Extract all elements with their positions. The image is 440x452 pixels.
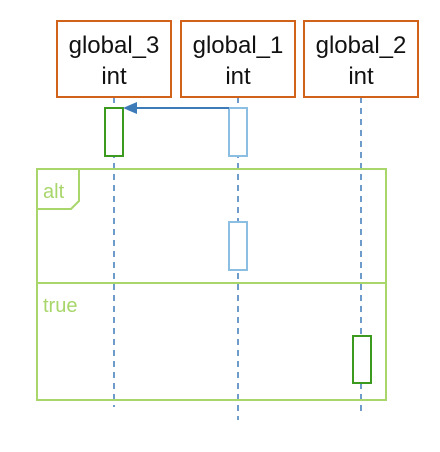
participant-type-global-2: int — [348, 63, 374, 90]
participant-box-global-3 — [56, 20, 172, 98]
participant-type-global-1: int — [225, 63, 251, 90]
participant-type-global-3: int — [101, 63, 127, 90]
alt-fragment: alt true — [36, 168, 387, 401]
activation-global-1-top — [228, 107, 248, 157]
message-arrowhead — [123, 102, 137, 114]
alt-frame — [36, 168, 387, 401]
participant-global-2: global_2 int — [303, 20, 419, 98]
participant-name-global-2: global_2 — [316, 32, 407, 59]
activation-global-1-alt — [228, 221, 248, 271]
activation-global-2-alt — [352, 335, 372, 384]
participant-name-global-3: global_3 — [69, 32, 160, 59]
message-global-1-to-global-3 — [123, 102, 229, 114]
participant-global-1: global_1 int — [180, 20, 296, 98]
alt-guard-label: true — [43, 295, 77, 317]
participant-box-global-1 — [180, 20, 296, 98]
activation-global-3 — [104, 107, 124, 157]
participant-name-global-1: global_1 — [193, 32, 284, 59]
participant-global-3: global_3 int — [56, 20, 172, 98]
alt-operator-label: alt — [43, 181, 65, 203]
alt-operator-tab — [37, 169, 80, 210]
participant-box-global-2 — [303, 20, 419, 98]
